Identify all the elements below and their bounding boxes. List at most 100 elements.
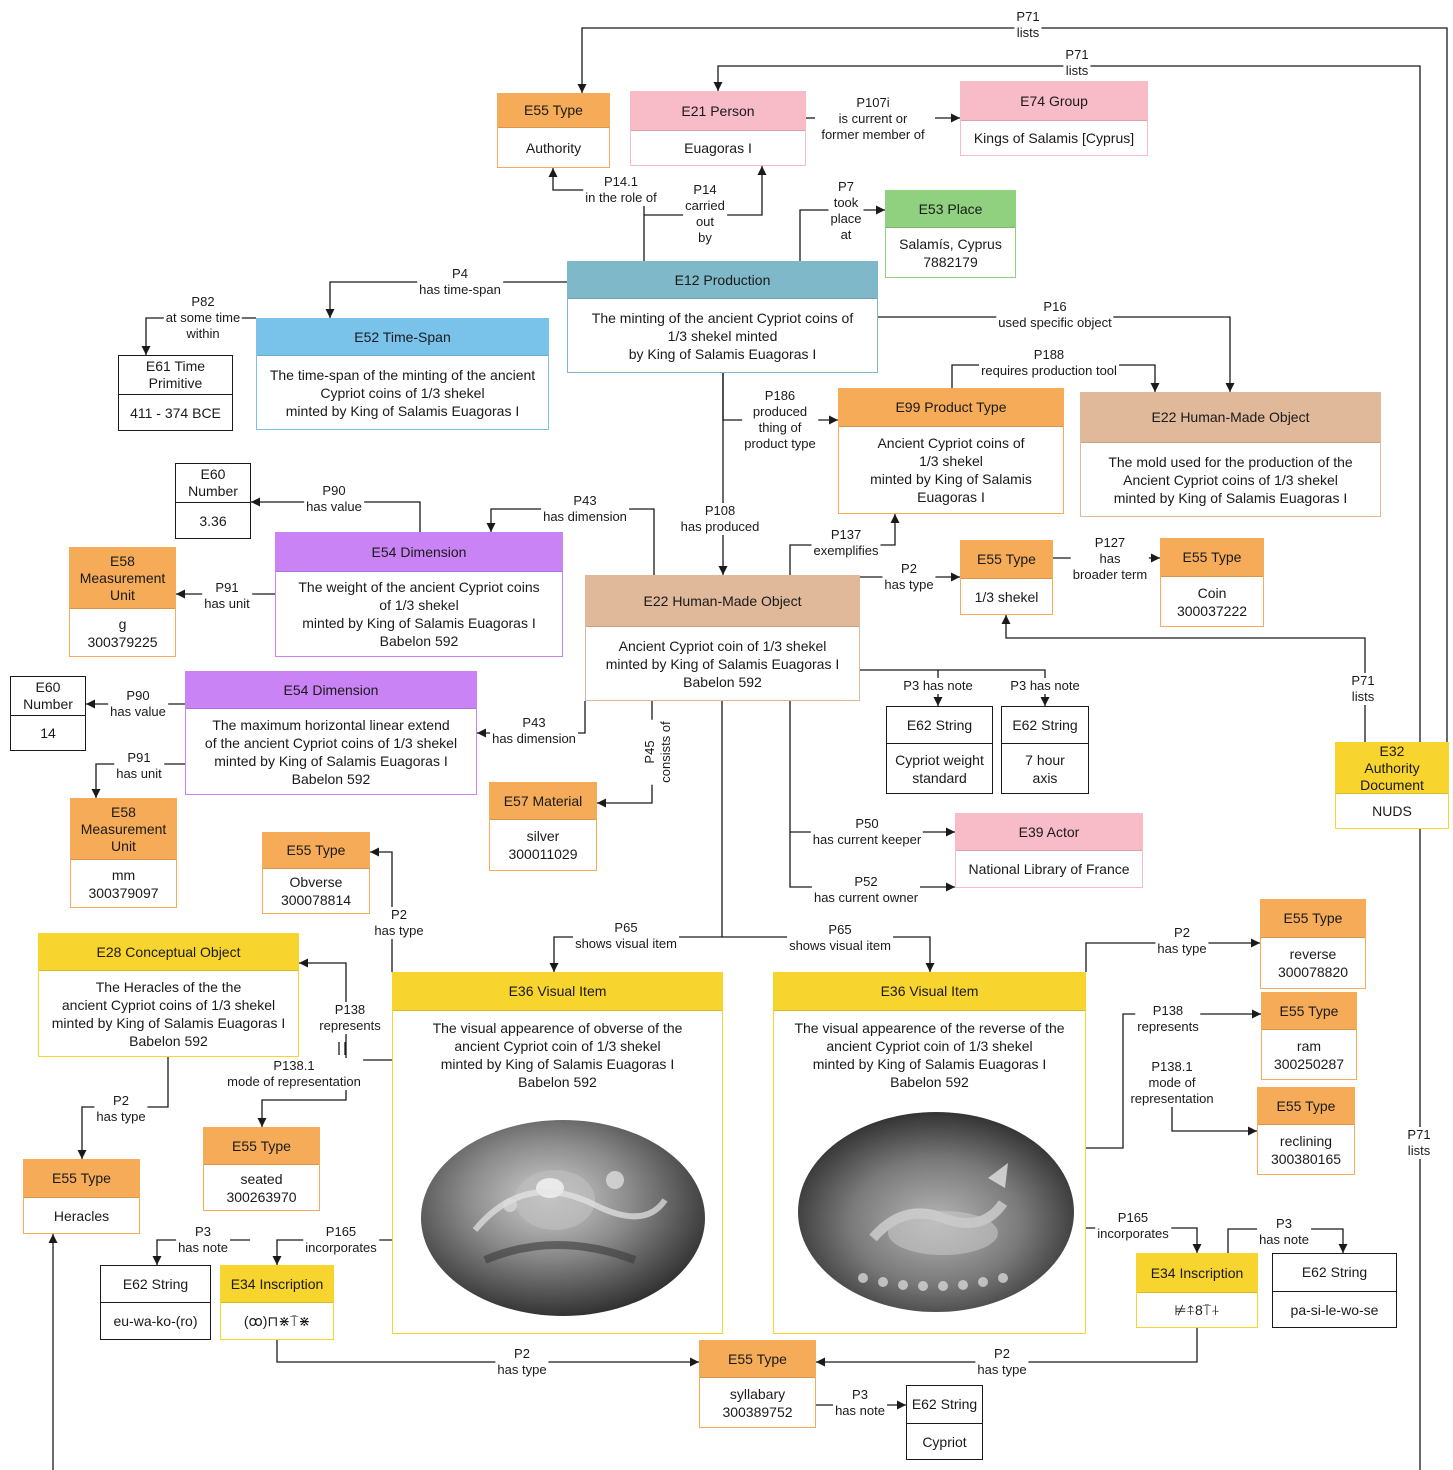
node-title: E55 Type <box>498 94 609 128</box>
node-title: E74 Group <box>961 82 1147 121</box>
node-title: E55 Type <box>1262 993 1356 1030</box>
edge-label-p14: P14 carried out by <box>683 182 727 246</box>
edge-label-p2-shekel: P2 has type <box>882 561 936 593</box>
arrowhead <box>1252 1009 1261 1019</box>
arrowhead <box>477 728 486 738</box>
edge-label-p71-top: P71 lists <box>1014 9 1042 41</box>
arrowhead <box>251 497 260 507</box>
edge-label-p3-euko: P3 has note <box>176 1224 230 1256</box>
node-title: E32 Authority Document <box>1336 743 1448 794</box>
edge-label-p71-far: P71 lists <box>1405 1127 1433 1159</box>
node-title: E55 Type <box>961 541 1052 579</box>
edge-label-p138-a: P138 represents <box>317 1002 383 1034</box>
node-content: 3.36 <box>199 512 227 529</box>
arrowhead <box>690 1357 699 1367</box>
node-content: Ancient Cypriot coins of 1/3 shekel mint… <box>870 435 1032 505</box>
edge-label-p14-1: P14.1 in the role of <box>583 174 659 206</box>
node-content: The visual appearence of the reverse of … <box>794 1020 1065 1090</box>
arrowhead <box>1001 615 1011 624</box>
node-content: Cypriot weight standard <box>895 751 984 786</box>
arrowhead <box>951 113 960 123</box>
node-content: National Library of France <box>968 861 1130 877</box>
arrowhead <box>1040 697 1050 706</box>
arrowhead <box>757 166 767 175</box>
edge-label-p165-b: P165 incorporates <box>1095 1210 1171 1242</box>
edge-label-p43-b: P43 has dimension <box>490 715 578 747</box>
node-content: ram 300250287 <box>1273 1037 1345 1072</box>
node-content: eu-wa-ko-(ro) <box>113 1313 198 1329</box>
node-content: Authority <box>525 139 582 156</box>
edge-label-p3-axis: P3 has note <box>1008 678 1082 694</box>
node-content: mm 300379097 <box>88 866 159 901</box>
node-title: E54 Dimension <box>276 533 562 572</box>
edge-label-p127: P127 has broader term <box>1070 535 1150 583</box>
node-title: E36 Visual Item <box>774 973 1085 1011</box>
node-content: 1/3 shekel <box>974 588 1039 605</box>
node-title: E55 Type <box>1261 900 1365 938</box>
arrowhead <box>370 847 379 857</box>
reverse-coin-image <box>798 1112 1074 1312</box>
node-title: E99 Product Type <box>839 389 1063 427</box>
edge-label-p91-b: P91 has unit <box>114 750 164 782</box>
node-content: Cypriot <box>922 1433 967 1450</box>
arrowhead <box>1151 553 1160 563</box>
node-content: Euagoras I <box>684 140 752 156</box>
edge-label-p138-1-b: P138.1 mode of representation <box>1128 1059 1216 1107</box>
edge-label-p2-reverse: P2 has type <box>1155 925 1209 957</box>
arrowhead <box>925 963 935 972</box>
edge-label-p138-b: P138 represents <box>1135 1003 1201 1035</box>
edge-label-p50: P50 has current keeper <box>810 816 924 848</box>
node-title: E62 String <box>1002 707 1088 744</box>
node-title: E55 Type <box>263 833 369 869</box>
node-content: The time-span of the minting of the anci… <box>269 366 536 419</box>
node-title: E58 Measurement Unit <box>71 799 176 860</box>
node-title: E36 Visual Item <box>393 973 722 1011</box>
arrowhead <box>718 566 728 575</box>
arrowhead <box>890 514 900 523</box>
arrowhead <box>299 958 308 968</box>
node-content: pa-si-le-wo-se <box>1290 1301 1379 1318</box>
arrowhead <box>713 82 723 91</box>
arrowhead <box>77 1150 87 1159</box>
edge-label-p91-a: P91 has unit <box>202 580 252 612</box>
edge-label-p3-cypriot: P3 has note <box>833 1387 887 1419</box>
node-title: E39 Actor <box>956 814 1142 851</box>
node-title: E55 Type <box>204 1128 319 1165</box>
edge-label-p107i: P107i is current or former member of <box>819 95 927 143</box>
node-content: Heracles <box>53 1207 110 1224</box>
edge-label-p165-a: P165 incorporates <box>303 1224 379 1256</box>
node-title: E12 Production <box>568 262 877 299</box>
edge-label-p43-a: P43 has dimension <box>541 493 629 525</box>
edge-label-p4: P4 has time-span <box>417 266 503 298</box>
node-title: E28 Conceptual Object <box>39 934 298 971</box>
node-content: Ancient Cypriot coin of 1/3 shekel minte… <box>605 637 840 690</box>
edge-label-p108: P108 has produced <box>678 503 762 535</box>
edge-label-p16: P16 used specific object <box>996 299 1114 331</box>
node-title: E55 Type <box>1161 539 1263 577</box>
node-content: The maximum horizontal linear extend of … <box>204 716 458 787</box>
node-title: E53 Place <box>886 191 1015 228</box>
node-title: E61 Time Primitive <box>119 356 232 395</box>
arrowhead <box>1225 383 1235 392</box>
node-title: E57 Material <box>490 783 596 820</box>
arrowhead <box>951 572 960 582</box>
node-content: The weight of the ancient Cypriot coins … <box>298 579 540 649</box>
arrowhead <box>548 168 558 177</box>
node-content: Coin 300037222 <box>1176 584 1248 619</box>
node-title: E55 Type <box>24 1160 139 1198</box>
node-title: E54 Dimension <box>186 672 476 709</box>
edge-label-p52: P52 has current owner <box>811 874 921 906</box>
